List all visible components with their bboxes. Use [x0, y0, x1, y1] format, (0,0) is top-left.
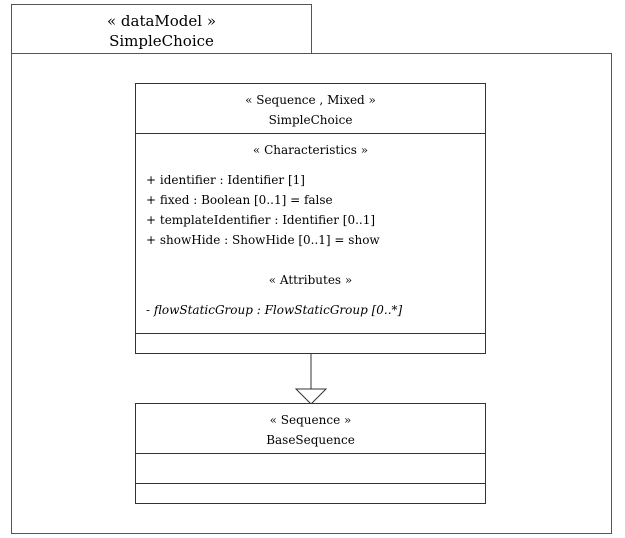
- class-name: SimpleChoice: [268, 113, 353, 127]
- class-simplechoice[interactable]: « Sequence , Mixed » SimpleChoice « Char…: [135, 83, 486, 354]
- attribute-item: - flowStaticGroup : FlowStaticGroup [0..…: [146, 303, 403, 317]
- class-header: « Sequence , Mixed » SimpleChoice: [136, 84, 485, 134]
- package-name: SimpleChoice: [109, 32, 214, 50]
- class-stereotype: « Sequence »: [269, 413, 352, 427]
- package-tab: « dataModel » SimpleChoice: [11, 4, 312, 54]
- characteristic-item: + identifier : Identifier [1]: [146, 173, 305, 187]
- class-name: BaseSequence: [266, 433, 355, 447]
- characteristics-heading: « Characteristics »: [252, 143, 369, 157]
- class-stereotype: « Sequence , Mixed »: [245, 93, 376, 107]
- class-operations-compartment: [136, 484, 485, 503]
- characteristic-item: + fixed : Boolean [0..1] = false: [146, 193, 333, 207]
- characteristic-item: + showHide : ShowHide [0..1] = show: [146, 233, 380, 247]
- package-frame: [11, 53, 612, 534]
- class-attributes-compartment: [136, 454, 485, 484]
- package-stereotype: « dataModel »: [106, 12, 217, 30]
- class-header: « Sequence » BaseSequence: [136, 404, 485, 454]
- class-basesequence[interactable]: « Sequence » BaseSequence: [135, 403, 486, 504]
- characteristic-item: + templateIdentifier : Identifier [0..1]: [146, 213, 376, 227]
- class-attributes-compartment: « Characteristics » + identifier : Ident…: [136, 134, 485, 334]
- attributes-heading: « Attributes »: [268, 273, 353, 287]
